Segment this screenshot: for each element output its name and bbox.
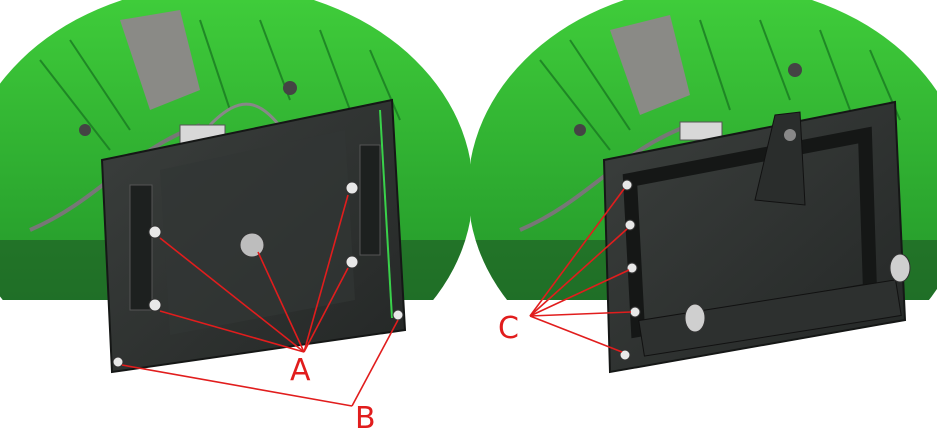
right-rollers [684, 253, 911, 333]
callout-a-label: A [290, 353, 311, 388]
leader-lines-b [121, 319, 399, 407]
right-cross-bar [638, 279, 902, 357]
left-center-boss [239, 232, 265, 258]
left-bolts-b [112, 309, 404, 368]
callout-b-label: B [355, 401, 376, 430]
leader-lines-c [529, 188, 632, 353]
callout-c-label: C [498, 311, 519, 346]
left-view: A B [0, 0, 470, 430]
leader-lines-a [159, 194, 349, 353]
left-cylinder-1 [129, 184, 153, 311]
left-bolts-a [148, 181, 359, 312]
right-view: C [470, 0, 937, 374]
right-bolts-c [619, 179, 641, 361]
left-cylinder-2 [359, 144, 381, 256]
